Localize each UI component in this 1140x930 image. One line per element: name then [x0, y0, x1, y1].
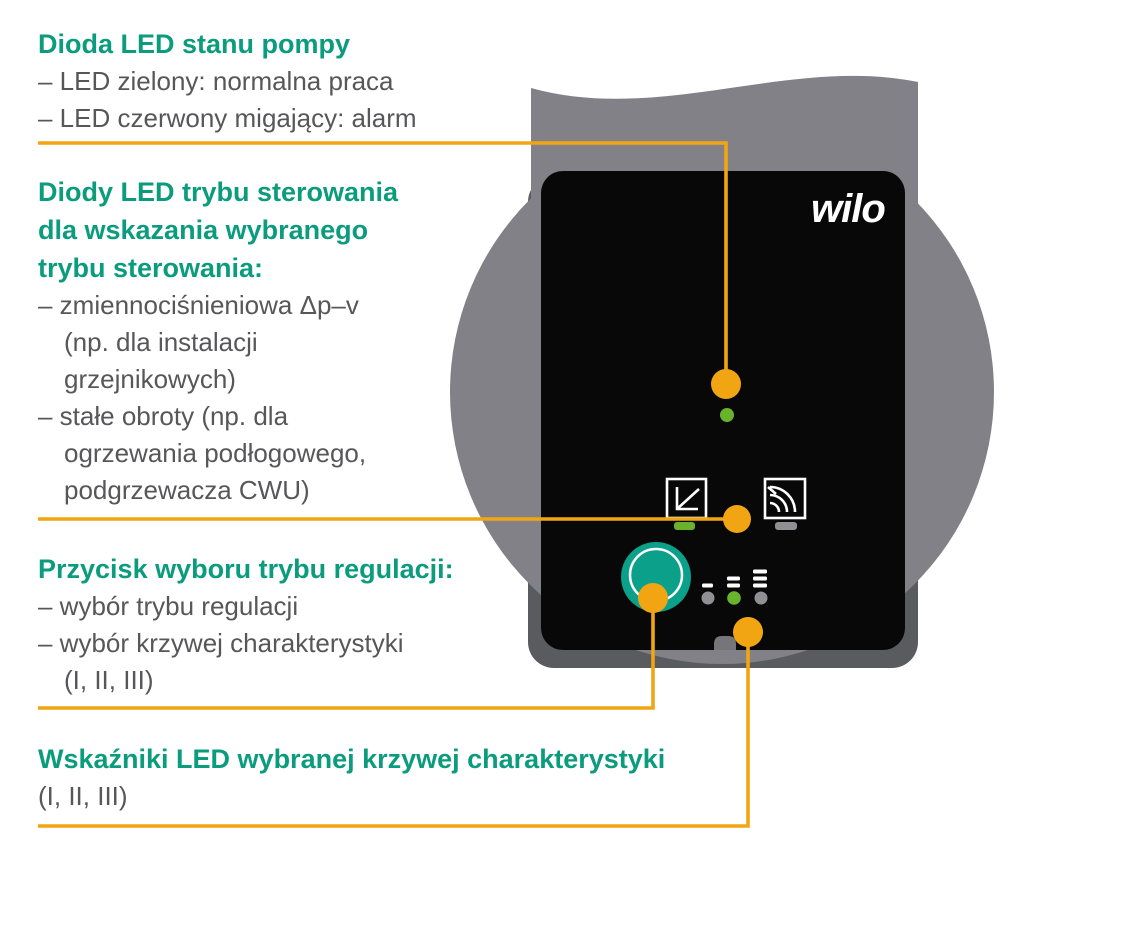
annotation-status-led: Dioda LED stanu pompy – LED zielony: nor…	[38, 25, 417, 137]
callout-line-mode-button	[38, 598, 655, 710]
annotation-curve-leds: Wskaźniki LED wybranej krzywej charakter…	[38, 740, 665, 815]
text-line: (I, II, III)	[38, 781, 128, 811]
panel-bottom-notch	[714, 636, 736, 650]
text-line: grzejnikowych)	[64, 364, 236, 394]
annotation-items: – zmiennociśnieniowa Δp–v (np. dla instal…	[38, 287, 398, 509]
annotation-items: (I, II, III)	[38, 778, 665, 815]
callout-line-curve-leds	[38, 632, 750, 828]
constant-speed-mode-led	[775, 522, 797, 530]
callout-dot-mode-button	[638, 583, 668, 613]
text-line: ogrzewania podłogowego,	[64, 438, 367, 468]
wilo-logo: wilo	[811, 187, 885, 231]
text-line: – stałe obroty (np. dla	[38, 401, 289, 431]
curve-symbol-III	[753, 569, 767, 588]
text-line: – wybór krzywej charakterystyki	[38, 628, 404, 658]
text-line: – wybór trybu regulacji	[38, 591, 299, 621]
text-line: – zmiennociśnieniowa Δp–v	[38, 290, 359, 320]
text-line: – LED czerwony migający: alarm	[38, 103, 417, 133]
annotation-items: – LED zielony: normalna praca – LED czerw…	[38, 63, 417, 137]
curve-symbol-II	[727, 576, 740, 588]
constant-speed-mode-icon	[763, 477, 807, 520]
text-line: – LED zielony: normalna praca	[38, 66, 394, 96]
callout-dot-status-led	[711, 369, 741, 399]
annotation-title: Dioda LED stanu pompy	[38, 29, 351, 59]
curve-led-III	[754, 591, 768, 605]
curve-led-I	[701, 591, 715, 605]
dp-v-mode-led	[674, 522, 695, 530]
curve-symbol-I	[702, 583, 713, 588]
callout-dot-mode-leds	[723, 505, 751, 533]
annotation-title: Diody LED trybu sterowania dla wskazania…	[38, 177, 399, 283]
callout-dot-curve-leds	[733, 617, 763, 647]
annotation-mode-button: Przycisk wyboru trybu regulacji: – wybór…	[38, 550, 454, 699]
text-line: (I, II, III)	[64, 665, 154, 695]
callout-line-status-led	[38, 141, 728, 384]
annotation-title: Wskaźniki LED wybranej krzywej charakter…	[38, 744, 666, 774]
annotation-title: Przycisk wyboru trybu regulacji:	[38, 554, 454, 584]
pump-status-led	[720, 408, 734, 422]
annotation-mode-leds: Diody LED trybu sterowania dla wskazania…	[38, 173, 398, 509]
annotation-items: – wybór trybu regulacji – wybór krzywej c…	[38, 588, 454, 699]
curve-led-II	[727, 591, 741, 605]
text-line: (np. dla instalacji	[64, 327, 258, 357]
text-line: podgrzewacza CWU)	[64, 475, 310, 505]
